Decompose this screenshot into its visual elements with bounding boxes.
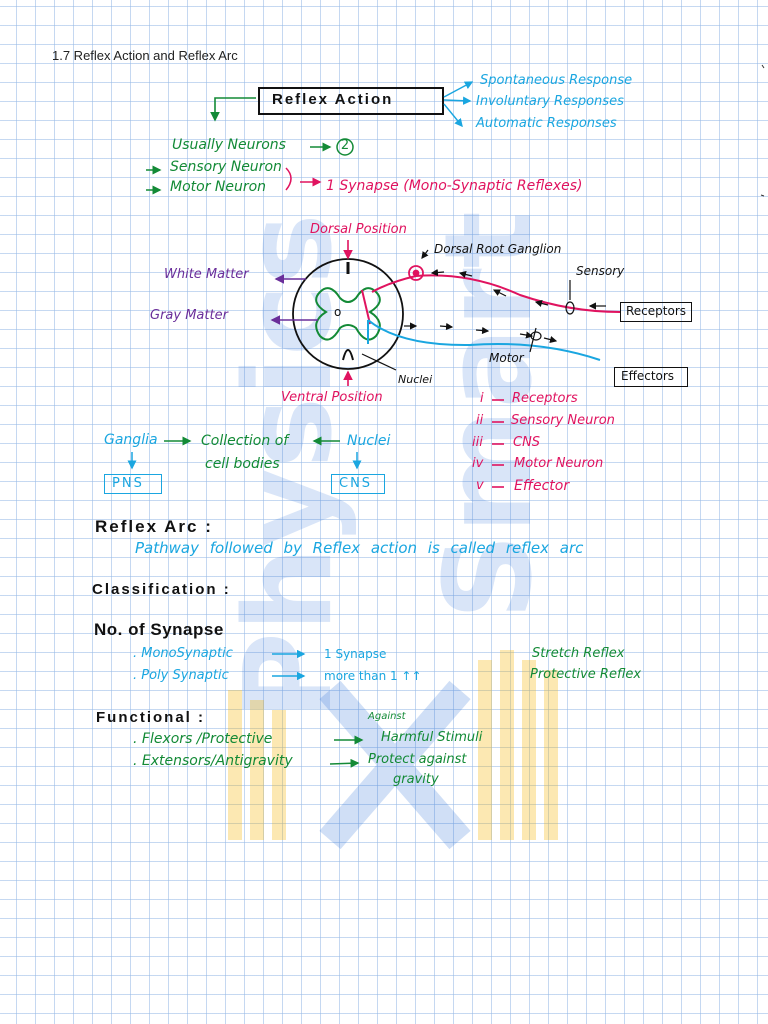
motor-neuron-label: Motor Neuron xyxy=(170,179,267,195)
flexors-result: Harmful Stimuli xyxy=(381,730,483,745)
extensors-result: Protect against xyxy=(368,752,467,767)
spinal-cord xyxy=(292,258,404,370)
mono-example: Stretch Reflex xyxy=(532,646,625,661)
cns-box xyxy=(331,474,385,494)
collection-label: Collection of xyxy=(201,433,289,449)
drg-label: Dorsal Root Ganglion xyxy=(434,242,562,256)
response-3: Automatic Responses xyxy=(476,116,617,131)
dorsal-position-label: Dorsal Position xyxy=(310,222,407,237)
effectors-box xyxy=(614,367,688,387)
seq-num-3: iii xyxy=(472,435,483,450)
poly-example: Protective Reflex xyxy=(530,667,642,682)
cns-label: CNS xyxy=(339,476,373,491)
receptors-label: Receptors xyxy=(626,304,687,318)
reflex-action-box xyxy=(258,87,444,115)
seq-num-5: v xyxy=(476,478,484,493)
reflex-action-heading: Reflex Action xyxy=(272,91,394,108)
header-bracket xyxy=(210,97,256,122)
synapse-arrow xyxy=(285,167,322,191)
neurons-count: 2 xyxy=(340,138,350,153)
response-1: Spontaneous Response xyxy=(480,73,633,88)
cell-bodies-label: cell bodies xyxy=(205,456,280,472)
reflex-arc-definition: Pathway followed by Reflex action is cal… xyxy=(135,539,584,557)
svg-text:Smart: Smart xyxy=(420,211,559,620)
seq-item-4: Motor Neuron xyxy=(514,456,604,471)
drg-ganglion xyxy=(408,265,424,281)
svg-text:Physics: Physics xyxy=(220,213,359,720)
mono-count: 1 Synapse xyxy=(324,647,387,661)
sensory-direction-arrows xyxy=(430,268,606,315)
seq-num-2: ii xyxy=(476,413,484,428)
classification-heading: Classification : xyxy=(92,581,231,598)
motor-pathway xyxy=(367,319,601,361)
reflex-arc-heading: Reflex Arc : xyxy=(95,517,213,536)
functional-arrows xyxy=(329,735,364,768)
poly-type: . Poly Synaptic xyxy=(133,668,229,683)
seq-item-5: Effector xyxy=(514,478,570,494)
seq-num-4: iv xyxy=(472,456,484,471)
nuclei-label: Nuclei xyxy=(398,373,433,386)
response-arrows xyxy=(443,81,474,128)
page-title: 1.7 Reflex Action and Reflex Arc xyxy=(52,48,238,63)
seq-item-2: Sensory Neuron xyxy=(511,413,615,428)
synapse-heading: No. of Synapse xyxy=(94,620,224,639)
ventral-position-label: Ventral Position xyxy=(281,390,383,405)
seq-item-3: CNS xyxy=(513,435,541,450)
central-canal: o xyxy=(334,305,341,319)
synapse-arrows xyxy=(272,649,306,681)
flexors-type: . Flexors /Protective xyxy=(133,731,273,747)
matter-arrows xyxy=(270,274,318,325)
sensory-neuron-label: Sensory Neuron xyxy=(170,159,282,175)
usually-neurons: Usually Neurons xyxy=(172,137,286,153)
extensors-type: . Extensors/Antigravity xyxy=(133,753,293,769)
motor-direction-arrows xyxy=(404,322,558,353)
pns-label: PNS xyxy=(112,476,144,491)
seq-num-1: i xyxy=(480,391,484,406)
extensors-result-2: gravity xyxy=(393,772,439,787)
response-2: Involuntary Responses xyxy=(476,94,624,109)
poly-count: more than 1 ↑↑ xyxy=(324,669,422,683)
nuclei-right-label: Nuclei xyxy=(347,433,391,449)
functional-heading: Functional : xyxy=(96,709,205,726)
ganglia-label: Ganglia xyxy=(104,432,158,448)
sensory-label: Sensory xyxy=(576,264,625,278)
sequence-dashes xyxy=(492,399,504,488)
against-note: Against xyxy=(368,711,406,722)
motor-label: Motor xyxy=(489,351,524,365)
neurons-arrows xyxy=(146,138,354,195)
white-matter-label: White Matter xyxy=(164,267,249,282)
synapse-note: 1 Synapse (Mono-Synaptic Reflexes) xyxy=(326,178,583,194)
receptors-box xyxy=(620,302,692,322)
ganglia-arrows xyxy=(127,436,362,470)
gray-matter-label: Gray Matter xyxy=(150,308,228,323)
mono-type: . MonoSynaptic xyxy=(133,646,233,661)
effectors-label: Effectors xyxy=(621,369,675,383)
seq-item-1: Receptors xyxy=(512,391,578,406)
pns-box xyxy=(104,474,162,494)
